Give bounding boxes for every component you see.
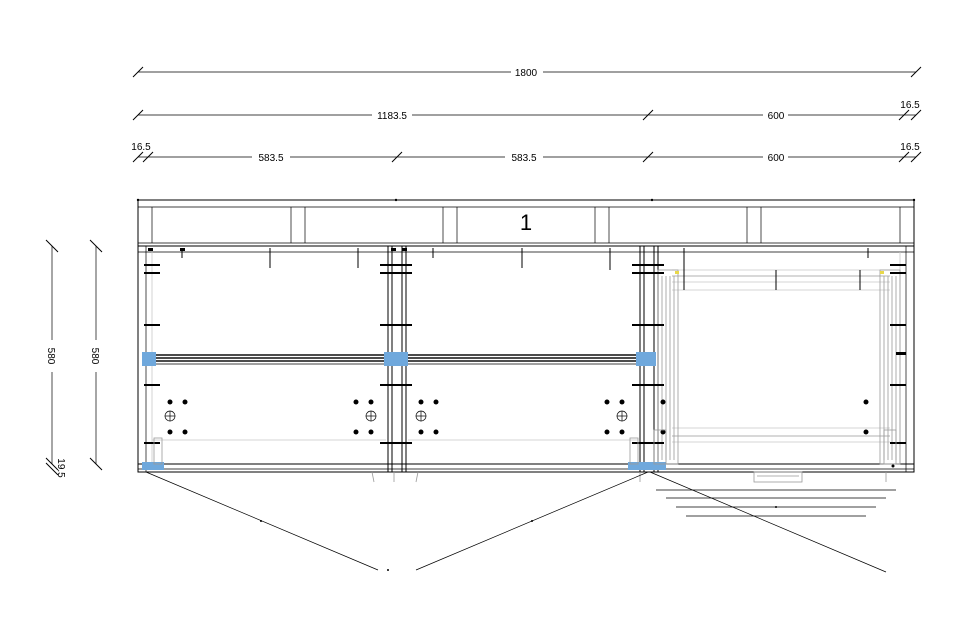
dim-row-3: 16.5 583.5 583.5 600 16.5	[131, 142, 922, 164]
door-swing-lines	[145, 471, 896, 573]
dim-row2-left-label: 1183.5	[377, 111, 407, 122]
dim-row3-b-label: 583.5	[511, 153, 536, 164]
dim-row3-end-label: 16.5	[900, 142, 920, 153]
dim-overall: 1800	[132, 66, 922, 79]
dim-vertical-outer-label: 580	[45, 348, 56, 365]
top-panel: 1	[136, 198, 916, 247]
hardware-left	[142, 248, 359, 470]
hardware-divider-1	[353, 248, 523, 444]
drawer-right	[657, 269, 901, 483]
shelf-middle	[408, 354, 638, 365]
hardware-right	[650, 248, 906, 470]
dim-row3-a-label: 583.5	[258, 153, 283, 164]
cabinet-body	[137, 245, 915, 473]
dim-overall-label: 1800	[515, 68, 538, 79]
dim-row2-end-label: 16.5	[900, 100, 920, 111]
shelf-left	[152, 354, 386, 365]
dim-vertical: 580 19.5 580	[45, 239, 103, 478]
dim-row-2: 1183.5 600 16.5	[132, 100, 922, 122]
hardware-divider-2	[604, 248, 685, 470]
dim-vertical-small-label: 19.5	[55, 458, 66, 478]
dim-row3-start-label: 16.5	[131, 142, 151, 153]
feet	[371, 471, 887, 483]
dim-row3-c-label: 600	[768, 153, 785, 164]
dim-row2-right-label: 600	[768, 111, 785, 122]
dim-vertical-inner-label: 580	[89, 348, 100, 365]
cabinet-number-label: 1	[520, 210, 532, 235]
